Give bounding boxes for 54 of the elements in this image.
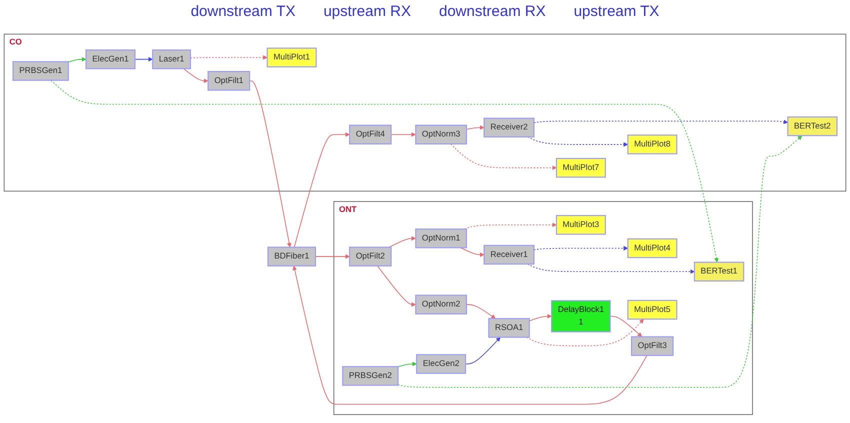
arrow (527, 136, 628, 146)
node-box: BERTest2 (787, 116, 838, 136)
section-label: downstream TX (190, 3, 296, 22)
arrow (527, 263, 695, 274)
arrow (388, 236, 416, 248)
node-box: RSOA1 (488, 318, 530, 338)
node-box: Receiver1 (484, 244, 534, 264)
section-label: upstream RX (323, 3, 411, 22)
section-label: upstream TX (574, 3, 660, 22)
node-box: OptFilt2 (349, 246, 392, 266)
node-box: MultiPlot1 (266, 47, 317, 67)
arrow (134, 56, 153, 62)
node-box: OptFilt1 (208, 70, 250, 90)
arrow (294, 132, 350, 248)
node-box: DelayBlock1 1 (551, 300, 611, 332)
node-box: PRBSGen2 (342, 366, 399, 386)
arrow (292, 265, 648, 404)
arrow (315, 254, 350, 258)
arrow (466, 304, 496, 318)
node-box: BDFiber1 (267, 246, 316, 266)
arrow (465, 336, 500, 364)
arrow (377, 265, 416, 306)
arrow (460, 246, 484, 257)
arrow (450, 143, 557, 170)
arrow (190, 54, 268, 60)
arrow (249, 80, 292, 248)
arrow (183, 68, 208, 83)
arrow (528, 314, 552, 321)
arrow (534, 246, 628, 250)
node-box: OptFilt4 (349, 124, 392, 144)
node-box: BERTest1 (694, 261, 744, 282)
node-box: Laser1 (152, 49, 191, 69)
node-box: PRBSGen1 (12, 60, 69, 80)
node-box: Receiver2 (484, 117, 534, 138)
node-box: OptNorm2 (415, 294, 467, 314)
node-box: MultiPlot7 (556, 158, 606, 178)
section-label: downstream RX (439, 3, 546, 22)
node-box: ElecGen2 (416, 354, 466, 374)
arrow (610, 315, 642, 337)
arrow (466, 124, 484, 130)
node-box: MultiPlot3 (556, 214, 606, 234)
node-box: OptNorm1 (415, 228, 467, 248)
arrow (526, 318, 644, 346)
node-box: OptFilt3 (631, 336, 674, 356)
node-box: MultiPlot4 (627, 238, 678, 258)
arrow (390, 132, 416, 136)
arrow (68, 56, 86, 62)
node-box: OptNorm3 (415, 124, 467, 144)
node-box: ElecGen1 (86, 49, 136, 69)
arrow (50, 80, 719, 262)
arrow (398, 361, 417, 367)
node-box: MultiPlot8 (627, 134, 678, 154)
arrow (534, 119, 788, 124)
node-box: MultiPlot5 (627, 300, 678, 320)
